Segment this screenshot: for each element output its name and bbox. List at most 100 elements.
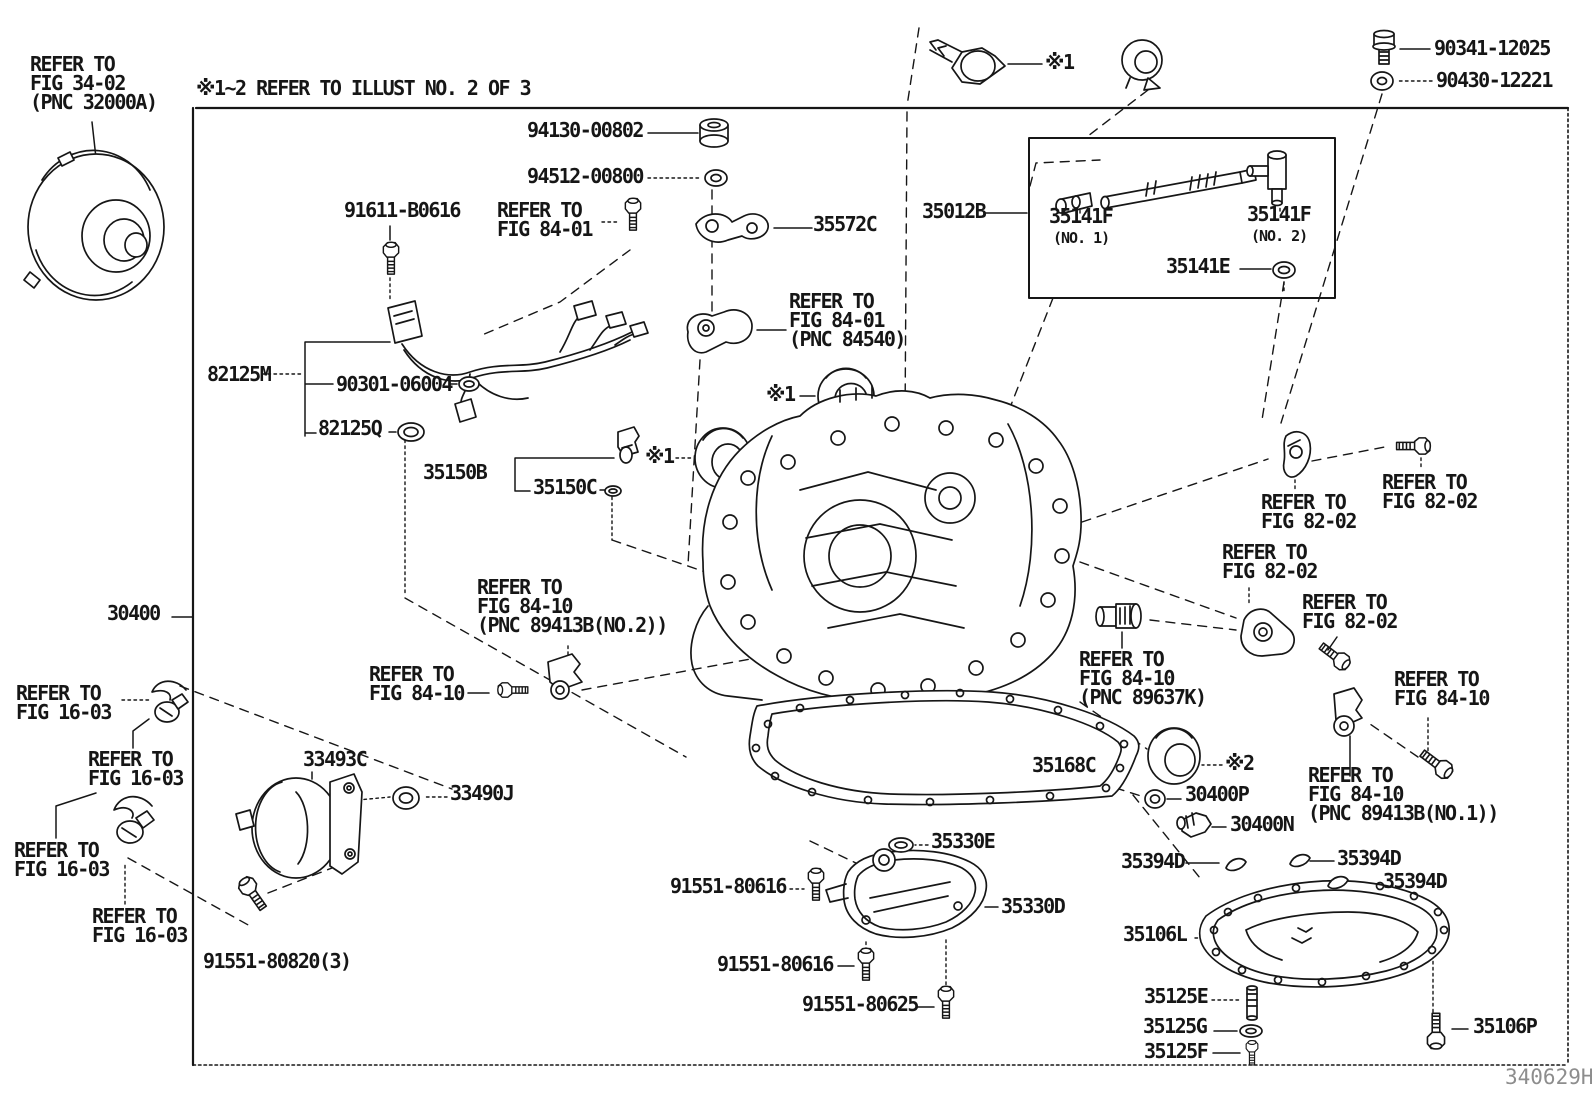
bracket-fig82-02-upper-drawing <box>1282 431 1312 478</box>
label-35394D-a: 35394D <box>1121 849 1186 873</box>
sheet-code: 340629H <box>1505 1065 1592 1089</box>
label-33490J: 33490J <box>450 781 515 805</box>
stud-35125e-drawing <box>1246 985 1258 1021</box>
label-35394D-c: 35394D <box>1383 869 1448 893</box>
label-35141F-no1: 35141F <box>1049 204 1114 228</box>
star1-top-label: ※1 <box>1045 50 1075 74</box>
assembly-dotted-lines <box>357 277 1434 1013</box>
oil-cooler-tube-35012b-drawing <box>1029 150 1287 214</box>
gasket-bolt-holes <box>751 688 1129 807</box>
wire-harness-82125m-drawing <box>387 300 649 423</box>
label-91551-80625: 91551-80625 <box>802 992 919 1016</box>
plug-30400n-drawing <box>1176 812 1212 838</box>
label-35125G: 35125G <box>1143 1014 1208 1038</box>
oring-90301-drawing <box>458 376 480 392</box>
ref-fig-82-02-a-label: REFER TO FIG 82-02 <box>1261 490 1357 533</box>
bracket-35572c-drawing <box>695 213 769 243</box>
label-90430-12221: 90430-12221 <box>1436 68 1553 92</box>
oil-pan-35106l-drawing <box>1198 879 1450 988</box>
oring-35141e-drawing <box>1272 261 1296 279</box>
label-94130-00802: 94130-00802 <box>527 118 644 142</box>
bolt-35125f-drawing <box>1245 1039 1259 1066</box>
label-33493C: 33493C <box>303 747 368 771</box>
inset-box-35012b <box>1028 137 1336 299</box>
label-90301-06004: 90301-06004 <box>336 372 453 396</box>
bolt-91551-80625-drawing <box>937 985 955 1019</box>
torque-converter-drawing <box>23 149 165 301</box>
label-35150C: 35150C <box>533 475 598 499</box>
ref-fig-82-02-b-label: REFER TO FIG 82-02 <box>1382 470 1478 513</box>
breather-clamp-drawing <box>1121 39 1163 91</box>
ref-fig-82-02-d-label: REFER TO FIG 82-02 <box>1302 590 1398 633</box>
label-90341-12025: 90341-12025 <box>1434 36 1551 60</box>
oring-33490j-drawing <box>392 786 420 810</box>
bolt-fig82-02-lower-drawing <box>1315 638 1354 674</box>
canister-33493c-drawing <box>235 773 363 879</box>
ref-fig-16-03-a-label: REFER TO FIG 16-03 <box>16 681 112 724</box>
label-35572C: 35572C <box>813 212 878 236</box>
ref-fig-84-10-pnc-89637k-label: REFER TO FIG 84-10 (PNC 89637K) <box>1079 647 1207 709</box>
label-30400: 30400 <box>107 601 161 625</box>
ref-fig-84-10-right-label: REFER TO FIG 84-10 <box>1394 667 1490 710</box>
bolt-fig84-01-drawing <box>624 197 642 231</box>
label-30400N: 30400N <box>1230 812 1295 836</box>
bolt-fig84-10-left-drawing <box>497 682 529 698</box>
label-35141F-no2-sub: (NO. 2) <box>1251 227 1308 245</box>
label-35106P: 35106P <box>1473 1014 1538 1038</box>
label-91551-80616-a: 91551-80616 <box>670 874 787 898</box>
star1-seal-a-label: ※1 <box>766 382 796 406</box>
ref-fig-84-10-left-label: REFER TO FIG 84-10 <box>369 662 465 705</box>
ref-fig-84-10-pnc-89413b-no1-label: REFER TO FIG 84-10 (PNC 89413B(NO.1)) <box>1308 763 1499 825</box>
star2-label: ※2 <box>1225 751 1255 775</box>
label-35150B: 35150B <box>423 460 488 484</box>
pan-gasket-35168c-drawing <box>748 688 1140 807</box>
star1-seal-b-label: ※1 <box>645 444 675 468</box>
label-82125Q: 82125Q <box>318 416 383 440</box>
label-94512-00800: 94512-00800 <box>527 164 644 188</box>
bolt-91611-drawing <box>382 241 400 275</box>
ref-fig-84-01-pnc-84540-label: REFER TO FIG 84-01 (PNC 84540) <box>789 289 906 351</box>
bolt-91551-80616-b-drawing <box>857 947 875 981</box>
label-35330D: 35330D <box>1001 894 1066 918</box>
washer-35125g-drawing <box>1239 1024 1263 1038</box>
plug-35150b-drawing <box>617 426 640 464</box>
oring-35150c-drawing <box>604 485 622 497</box>
label-35141E: 35141E <box>1166 254 1231 278</box>
gaskets-35394d-drawing <box>1225 853 1349 890</box>
washer-90430-drawing <box>1370 71 1394 91</box>
plug-94130-drawing <box>699 118 729 148</box>
assembly-dashed-lines <box>127 27 1419 927</box>
oring-35330e-drawing <box>888 837 914 853</box>
label-30400P: 30400P <box>1185 782 1250 806</box>
switch-pnc89637k-drawing <box>1095 603 1142 629</box>
oil-seal-star2-drawing <box>1147 727 1201 785</box>
bolt-35106p-drawing <box>1426 1012 1446 1050</box>
bolt-91551-80820-drawing <box>234 873 271 914</box>
label-35106L: 35106L <box>1123 922 1188 946</box>
ref-fig-84-01-label: REFER TO FIG 84-01 <box>497 198 593 241</box>
hose-clamp-1-drawing <box>151 680 189 723</box>
washer-94512-drawing <box>704 169 728 187</box>
bolt-91551-80616-a-drawing <box>807 867 825 901</box>
ref-fig-16-03-c-label: REFER TO FIG 16-03 <box>14 838 110 881</box>
ref-fig-84-10-pnc-89413b-no2-label: REFER TO FIG 84-10 (PNC 89413B(NO.2)) <box>477 575 668 637</box>
label-91611-B0616: 91611-B0616 <box>344 198 461 222</box>
oring-82125q-drawing <box>397 422 425 442</box>
plug-90341-drawing <box>1372 29 1396 65</box>
ref-fig-82-02-c-label: REFER TO FIG 82-02 <box>1222 540 1318 583</box>
bolt-fig82-02-right-drawing <box>1395 437 1432 455</box>
bolt-star1-drawing <box>929 39 1006 85</box>
label-35141F-no2: 35141F <box>1247 202 1312 226</box>
label-35125F: 35125F <box>1144 1039 1209 1063</box>
label-35141F-no1-sub: (NO. 1) <box>1053 229 1110 247</box>
ref-fig-16-03-b-label: REFER TO FIG 16-03 <box>88 747 184 790</box>
leader-lines <box>55 48 1469 1054</box>
sensor-fig84-10-left-drawing <box>547 653 583 700</box>
bracket-pnc84540-drawing <box>686 309 753 354</box>
label-35012B: 35012B <box>922 199 987 223</box>
label-35330E: 35330E <box>931 829 996 853</box>
ref-fig-16-03-d-label: REFER TO FIG 16-03 <box>92 904 188 947</box>
bracket-fig82-02-lower-drawing <box>1240 608 1295 657</box>
